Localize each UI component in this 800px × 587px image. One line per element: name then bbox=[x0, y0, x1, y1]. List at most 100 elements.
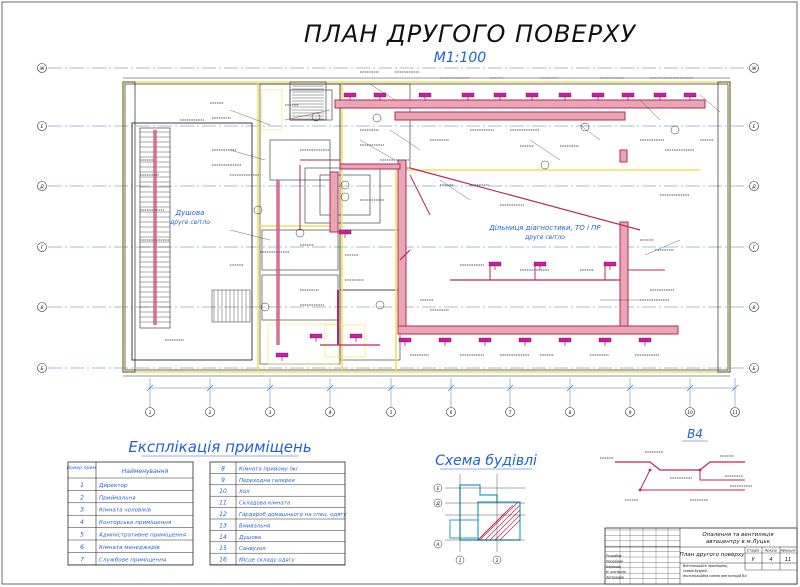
scheme-axis-label: 1 bbox=[459, 558, 462, 564]
stage-header: Стадія bbox=[747, 549, 759, 553]
row-axis-label: В bbox=[40, 305, 43, 311]
sheets-header: Аркушів bbox=[779, 549, 795, 553]
sheet-header: Аркуш bbox=[764, 549, 778, 553]
shower-room: Душова другe світло bbox=[131, 122, 253, 361]
col-name-header: Найменування bbox=[122, 468, 169, 475]
explication-row-name: Кімната чоловіків bbox=[99, 508, 151, 514]
sheet-contents-2: схема будівлі, bbox=[683, 569, 708, 573]
row-axis-label: Д bbox=[751, 184, 756, 190]
drawing-scale: М1:100 bbox=[434, 50, 487, 66]
explication-row-name: Душова bbox=[238, 535, 261, 541]
title-block-role: Керівник bbox=[606, 565, 621, 569]
stage-value: У bbox=[751, 557, 755, 563]
column-axis-label: 10 bbox=[687, 410, 693, 416]
explication-section: Експлікація приміщень Номер прим. Наймен… bbox=[67, 438, 347, 566]
shower-room-sublabel: другe світло bbox=[169, 219, 210, 226]
explication-row-number: 11 bbox=[219, 500, 227, 507]
column-axis-label: 2 bbox=[209, 410, 212, 416]
explication-row-name: Конторське приміщення bbox=[99, 520, 172, 526]
explication-row-number: 8 bbox=[221, 465, 225, 472]
scheme-axis-label: Е bbox=[437, 486, 440, 492]
row-axis-label: Д bbox=[39, 184, 44, 190]
scheme-axis-label: А bbox=[435, 542, 439, 548]
row-axis-label: Е bbox=[753, 124, 756, 130]
column-axis-label: 11 bbox=[732, 410, 738, 416]
leader-lines bbox=[229, 83, 721, 301]
explication-row-name: Складова кімната bbox=[239, 501, 290, 507]
explication-row-name: Санвузол bbox=[239, 546, 266, 552]
column-axis-label: 8 bbox=[569, 410, 572, 416]
b4-title: В4 bbox=[687, 427, 703, 441]
column-axis-label: 6 bbox=[450, 410, 453, 416]
row-axes: Ж Ж Е Е Д Д Г Г В В Б Б bbox=[37, 63, 759, 373]
project-name-line2: автоцентру в м.Луцьк bbox=[706, 539, 771, 545]
explication-row-number: 14 bbox=[219, 534, 227, 541]
col-num-header: Номер прим. bbox=[67, 465, 98, 471]
duct-network bbox=[276, 99, 706, 346]
row-axis-label: Б bbox=[40, 366, 43, 372]
title-block-role: Розробив bbox=[606, 554, 622, 558]
sheet-value: 4 bbox=[769, 557, 772, 563]
scheme-title: Схема будівлі bbox=[435, 453, 537, 469]
row-axis-label: Б bbox=[752, 366, 755, 372]
explication-row-number: 10 bbox=[219, 488, 227, 495]
column-axis-label: 1 bbox=[149, 410, 152, 416]
top-stair bbox=[289, 81, 327, 121]
sheet-contents-1: Вентиляційні приміщень, bbox=[683, 564, 728, 568]
row-axis-label: Г bbox=[41, 245, 44, 251]
row-axis-label: В bbox=[752, 305, 755, 311]
room-number-circles bbox=[253, 112, 680, 312]
explication-row-number: 6 bbox=[80, 544, 84, 551]
explication-row-name: Адміністративне приміщення bbox=[98, 533, 187, 539]
explication-row-number: 4 bbox=[80, 519, 84, 526]
explication-row-number: 7 bbox=[80, 556, 84, 563]
explication-row-name: Приймальня bbox=[99, 495, 136, 501]
building-scheme: Схема будівлі 1 2 Е Д А bbox=[433, 453, 537, 565]
explication-row-number: 3 bbox=[80, 507, 84, 514]
sheet-contents-3: експлікаційна схема вентиляцій В4 bbox=[683, 574, 747, 578]
diagnostics-room-sublabel: другe світло bbox=[524, 234, 565, 241]
row-axis-label: Ж bbox=[751, 66, 757, 72]
explication-row-number: 1 bbox=[80, 482, 84, 489]
explication-row-name: Директор bbox=[98, 483, 128, 489]
column-axis-label: 4 bbox=[329, 410, 332, 416]
row-axis-label: Г bbox=[753, 245, 756, 251]
sheets-value: 11 bbox=[785, 557, 791, 563]
diagnostics-room-label: Дільниця діагностики, ТО і ПР bbox=[488, 224, 601, 232]
row-axis-label: Е bbox=[41, 124, 44, 130]
explication-row-number: 5 bbox=[80, 532, 84, 539]
drawing-annotations bbox=[140, 71, 714, 356]
explication-table-right bbox=[209, 461, 346, 566]
drawing-title: ПЛАН ДРУГОГО ПОВЕРХУ bbox=[304, 20, 637, 48]
explication-row-name: Вмивальня bbox=[239, 523, 271, 529]
explication-row-name: Переходна галерея bbox=[239, 478, 296, 484]
explication-row-name: Місце складу одягу bbox=[239, 558, 296, 564]
explication-row-number: 12 bbox=[219, 511, 227, 518]
building-outline bbox=[122, 77, 731, 377]
column-axis-label: 9 bbox=[629, 410, 632, 416]
scheme-axis-label: 2 bbox=[496, 558, 499, 564]
explication-row-name: Службове приміщення bbox=[99, 557, 167, 563]
project-name-line1: Опалення та вентиляція bbox=[702, 532, 774, 538]
title-block-role: Н. контроль bbox=[606, 570, 626, 574]
explication-row-name: Гардероб домашнього на спец. одягу bbox=[239, 512, 347, 518]
shower-room-label: Душова bbox=[175, 209, 205, 217]
column-axis-label: 5 bbox=[390, 410, 393, 416]
sheet-name: План другого поверху bbox=[680, 552, 746, 558]
explication-row-name: Кімната менеджерів bbox=[99, 545, 160, 551]
column-axis-label: 7 bbox=[509, 410, 512, 416]
yellow-partitions bbox=[257, 84, 700, 370]
explication-row-number: 13 bbox=[219, 522, 227, 529]
explication-title: Експлікація приміщень bbox=[128, 438, 311, 456]
scheme-axis-label: Д bbox=[435, 501, 440, 507]
explication-row-name: Кімната прийому їжі bbox=[239, 466, 298, 472]
explication-row-name: Хол bbox=[238, 489, 250, 495]
title-block-role: Перевірив bbox=[606, 559, 623, 563]
explication-row-number: 15 bbox=[219, 545, 227, 552]
row-axis-label: Ж bbox=[39, 66, 45, 72]
detail-b4: В4 bbox=[600, 427, 752, 501]
